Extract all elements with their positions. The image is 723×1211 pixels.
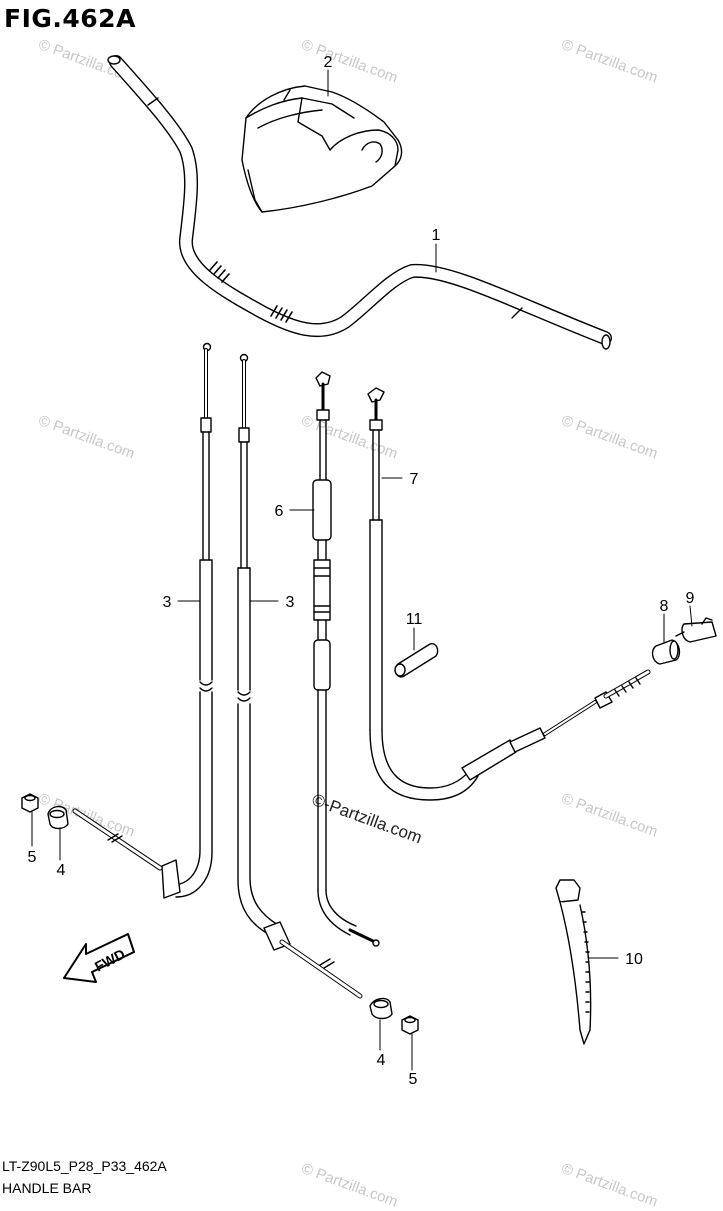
boot-part-8[interactable] [651, 639, 681, 665]
callout-1: 1 [432, 227, 441, 244]
handlebar-part-1[interactable] [107, 55, 612, 350]
figure-title: FIG.462A [4, 4, 136, 33]
leader-lines [31, 69, 693, 1071]
callout-7: 7 [410, 471, 419, 488]
clip-part-9[interactable] [675, 617, 717, 643]
callout-11: 11 [406, 611, 423, 628]
callout-6: 6 [275, 503, 284, 520]
callout-8: 8 [660, 598, 669, 615]
figure-name: HANDLE BAR [2, 1180, 92, 1196]
handlebar-cover-part-2[interactable] [241, 85, 403, 213]
figure-code: LT-Z90L5_P28_P33_462A [2, 1158, 167, 1174]
cable-part-7[interactable] [367, 387, 651, 801]
fwd-arrow-icon [63, 933, 135, 983]
collar-part-4-left[interactable] [47, 805, 69, 830]
callout-10: 10 [625, 951, 643, 968]
callout-3-right: 3 [286, 594, 295, 611]
callout-2: 2 [324, 54, 333, 71]
cable-tie-part-10[interactable] [555, 879, 592, 1045]
sleeve-part-11[interactable] [394, 643, 439, 678]
collar-part-4-right[interactable] [369, 997, 393, 1020]
cable-part-3-right[interactable] [237, 353, 363, 999]
callout-5-right: 5 [409, 1071, 418, 1088]
callout-5-left: 5 [28, 849, 37, 866]
callout-9: 9 [686, 590, 695, 607]
nut-part-5-right[interactable] [401, 1015, 419, 1035]
callout-4-left: 4 [57, 862, 66, 879]
cable-part-3-left[interactable] [72, 342, 213, 899]
cable-part-6[interactable] [312, 371, 380, 947]
callout-3-left: 3 [163, 594, 172, 611]
nut-part-5-left[interactable] [21, 793, 39, 813]
callout-4-right: 4 [377, 1052, 386, 1069]
